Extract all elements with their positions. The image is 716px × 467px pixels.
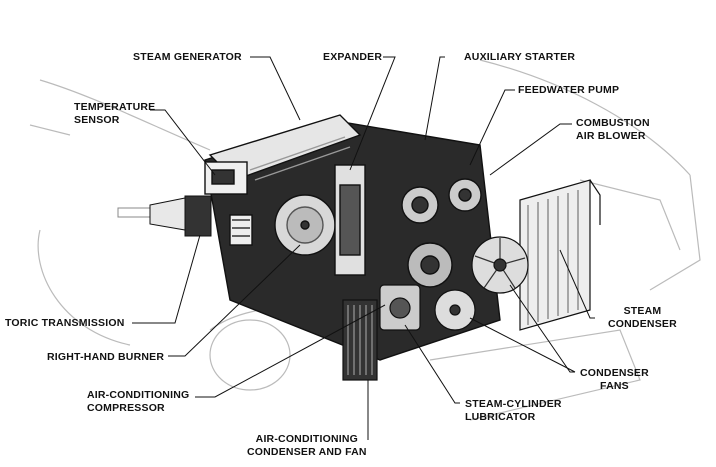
steam-condenser-label: STEAM CONDENSER bbox=[608, 305, 677, 331]
engine-block bbox=[204, 114, 501, 361]
condenser-fans-label: CONDENSER FANS bbox=[580, 367, 649, 393]
steam-condenser-label-line2: CONDENSER bbox=[608, 318, 677, 330]
steam-condenser-label-line1: STEAM bbox=[623, 305, 662, 317]
condenser-fans-label-line2: FANS bbox=[600, 380, 629, 392]
expander-label: EXPANDER bbox=[323, 51, 383, 63]
temperature-sensor-label: TEMPERATURE SENSOR bbox=[74, 101, 155, 127]
steam-generator-label: STEAM GENERATOR bbox=[133, 51, 242, 63]
temperature-sensor-label-line1: TEMPERATURE bbox=[74, 101, 156, 113]
combustion-air-blower-label-line1: COMBUSTION bbox=[576, 117, 650, 129]
air-conditioning-condenser bbox=[342, 299, 378, 381]
steam-cylinder-lubricator-label: STEAM-CYLINDER LUBRICATOR bbox=[465, 398, 562, 424]
leader-lines bbox=[132, 56, 595, 440]
right-hand-burner-label: RIGHT-HAND BURNER bbox=[47, 351, 165, 363]
toric-transmission-label: TORIC TRANSMISSION bbox=[5, 317, 125, 329]
steam-cylinder-lubricator-label-line1: STEAM-CYLINDER bbox=[465, 398, 562, 410]
steam-condenser bbox=[519, 179, 601, 331]
condenser-fans bbox=[434, 236, 529, 331]
feedwater-pump-label: FEEDWATER PUMP bbox=[518, 84, 620, 96]
auxiliary-starter-label: AUXILIARY STARTER bbox=[464, 51, 576, 63]
condenser-fans-label-line1: CONDENSER bbox=[580, 367, 649, 379]
steam-cylinder-lubricator-label-line2: LUBRICATOR bbox=[465, 411, 536, 423]
combustion-air-blower-label: COMBUSTION AIR BLOWER bbox=[576, 117, 650, 143]
air-conditioning-compressor-label-line1: AIR-CONDITIONING bbox=[87, 389, 190, 401]
air-conditioning-condenser-and-fan-label: AIR-CONDITIONING CONDENSER AND FAN bbox=[247, 433, 367, 459]
air-conditioning-compressor-label: AIR-CONDITIONING COMPRESSOR bbox=[87, 389, 189, 415]
air-conditioning-compressor-label-line2: COMPRESSOR bbox=[87, 402, 165, 414]
temperature-sensor-label-line2: SENSOR bbox=[74, 114, 120, 126]
transmission-shaft bbox=[117, 195, 212, 237]
air-conditioning-condenser-and-fan-label-line2: CONDENSER AND FAN bbox=[247, 446, 367, 458]
combustion-air-blower-label-line2: AIR BLOWER bbox=[576, 130, 646, 142]
air-conditioning-condenser-and-fan-label-line1: AIR-CONDITIONING bbox=[255, 433, 359, 445]
air-conditioning-compressor bbox=[379, 284, 421, 331]
